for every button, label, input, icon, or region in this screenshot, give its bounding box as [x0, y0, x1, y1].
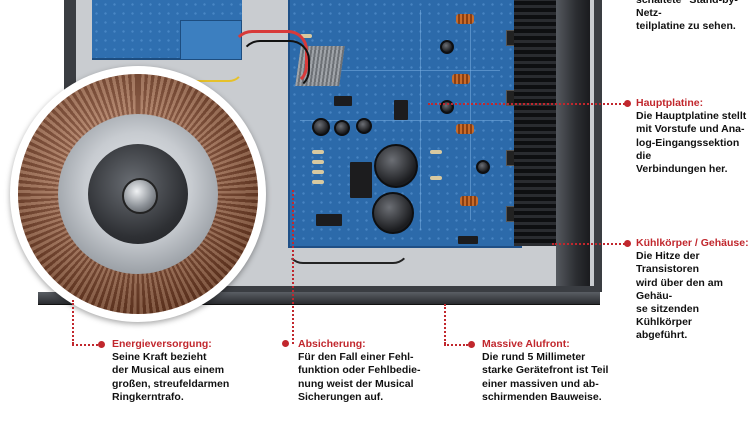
callout-line-energie	[72, 300, 74, 344]
inductor	[456, 124, 474, 134]
standby-psu-caption-fragment: schaltete" Stand-by-Netz- teilplatine zu…	[636, 0, 738, 33]
callout-dot-energie	[98, 341, 105, 348]
ic-chip	[334, 96, 352, 106]
callout-title: Massive Alufront:	[482, 338, 570, 350]
callout-absicherung: Absicherung: Für den Fall einer Fehl- fu…	[298, 338, 421, 403]
callout-title: Kühlkörper / Gehäuse:	[636, 237, 749, 249]
callout-title: Energieversorgung:	[112, 338, 212, 350]
callout-dot-alufront	[468, 341, 475, 348]
resistor	[300, 34, 312, 38]
connector	[316, 214, 342, 226]
capacitor	[312, 118, 330, 136]
wire	[180, 52, 244, 82]
callout-kuehlkoerper: Kühlkörper / Gehäuse: Die Hitze der Tran…	[636, 237, 749, 342]
callout-hauptplatine: Hauptplatine: Die Hauptplatine stellt mi…	[636, 97, 747, 176]
callout-dot-hauptplatine	[624, 100, 631, 107]
callout-title: Hauptplatine:	[636, 97, 704, 109]
fuse	[312, 180, 324, 184]
heatsink	[514, 0, 558, 246]
wire	[240, 40, 310, 90]
callout-line-alufront	[444, 304, 446, 344]
terminal-block	[350, 162, 372, 198]
wire	[286, 230, 410, 264]
toroid-center-bolt	[122, 178, 158, 214]
fuse	[312, 150, 324, 154]
heatsink-housing	[556, 0, 590, 286]
inductor	[460, 196, 478, 206]
capacitor	[372, 192, 414, 234]
capacitor	[440, 40, 454, 54]
callout-dot-absicherung	[282, 340, 289, 347]
capacitor	[356, 118, 372, 134]
ic-chip	[394, 100, 408, 120]
inductor	[452, 74, 470, 84]
fuse	[312, 170, 324, 174]
resistor	[430, 150, 442, 154]
main-board	[288, 0, 522, 248]
capacitor	[334, 120, 350, 136]
callout-line-kuehlkoerper	[552, 243, 628, 245]
connector	[458, 236, 478, 244]
callout-dot-kuehlkoerper	[624, 240, 631, 247]
callout-title: Absicherung:	[298, 338, 366, 350]
callout-alufront: Massive Alufront: Die rund 5 Millimeter …	[482, 338, 609, 403]
callout-energie: Energieversorgung: Seine Kraft bezieht d…	[112, 338, 230, 403]
capacitor	[374, 144, 418, 188]
inductor	[456, 14, 474, 24]
capacitor	[476, 160, 490, 174]
fuse	[312, 160, 324, 164]
resistor	[430, 176, 442, 180]
callout-line-hauptplatine	[428, 103, 628, 105]
callout-line-energie-h	[72, 344, 98, 346]
callout-line-absicherung	[292, 190, 294, 344]
callout-line-alufront-h	[444, 344, 468, 346]
